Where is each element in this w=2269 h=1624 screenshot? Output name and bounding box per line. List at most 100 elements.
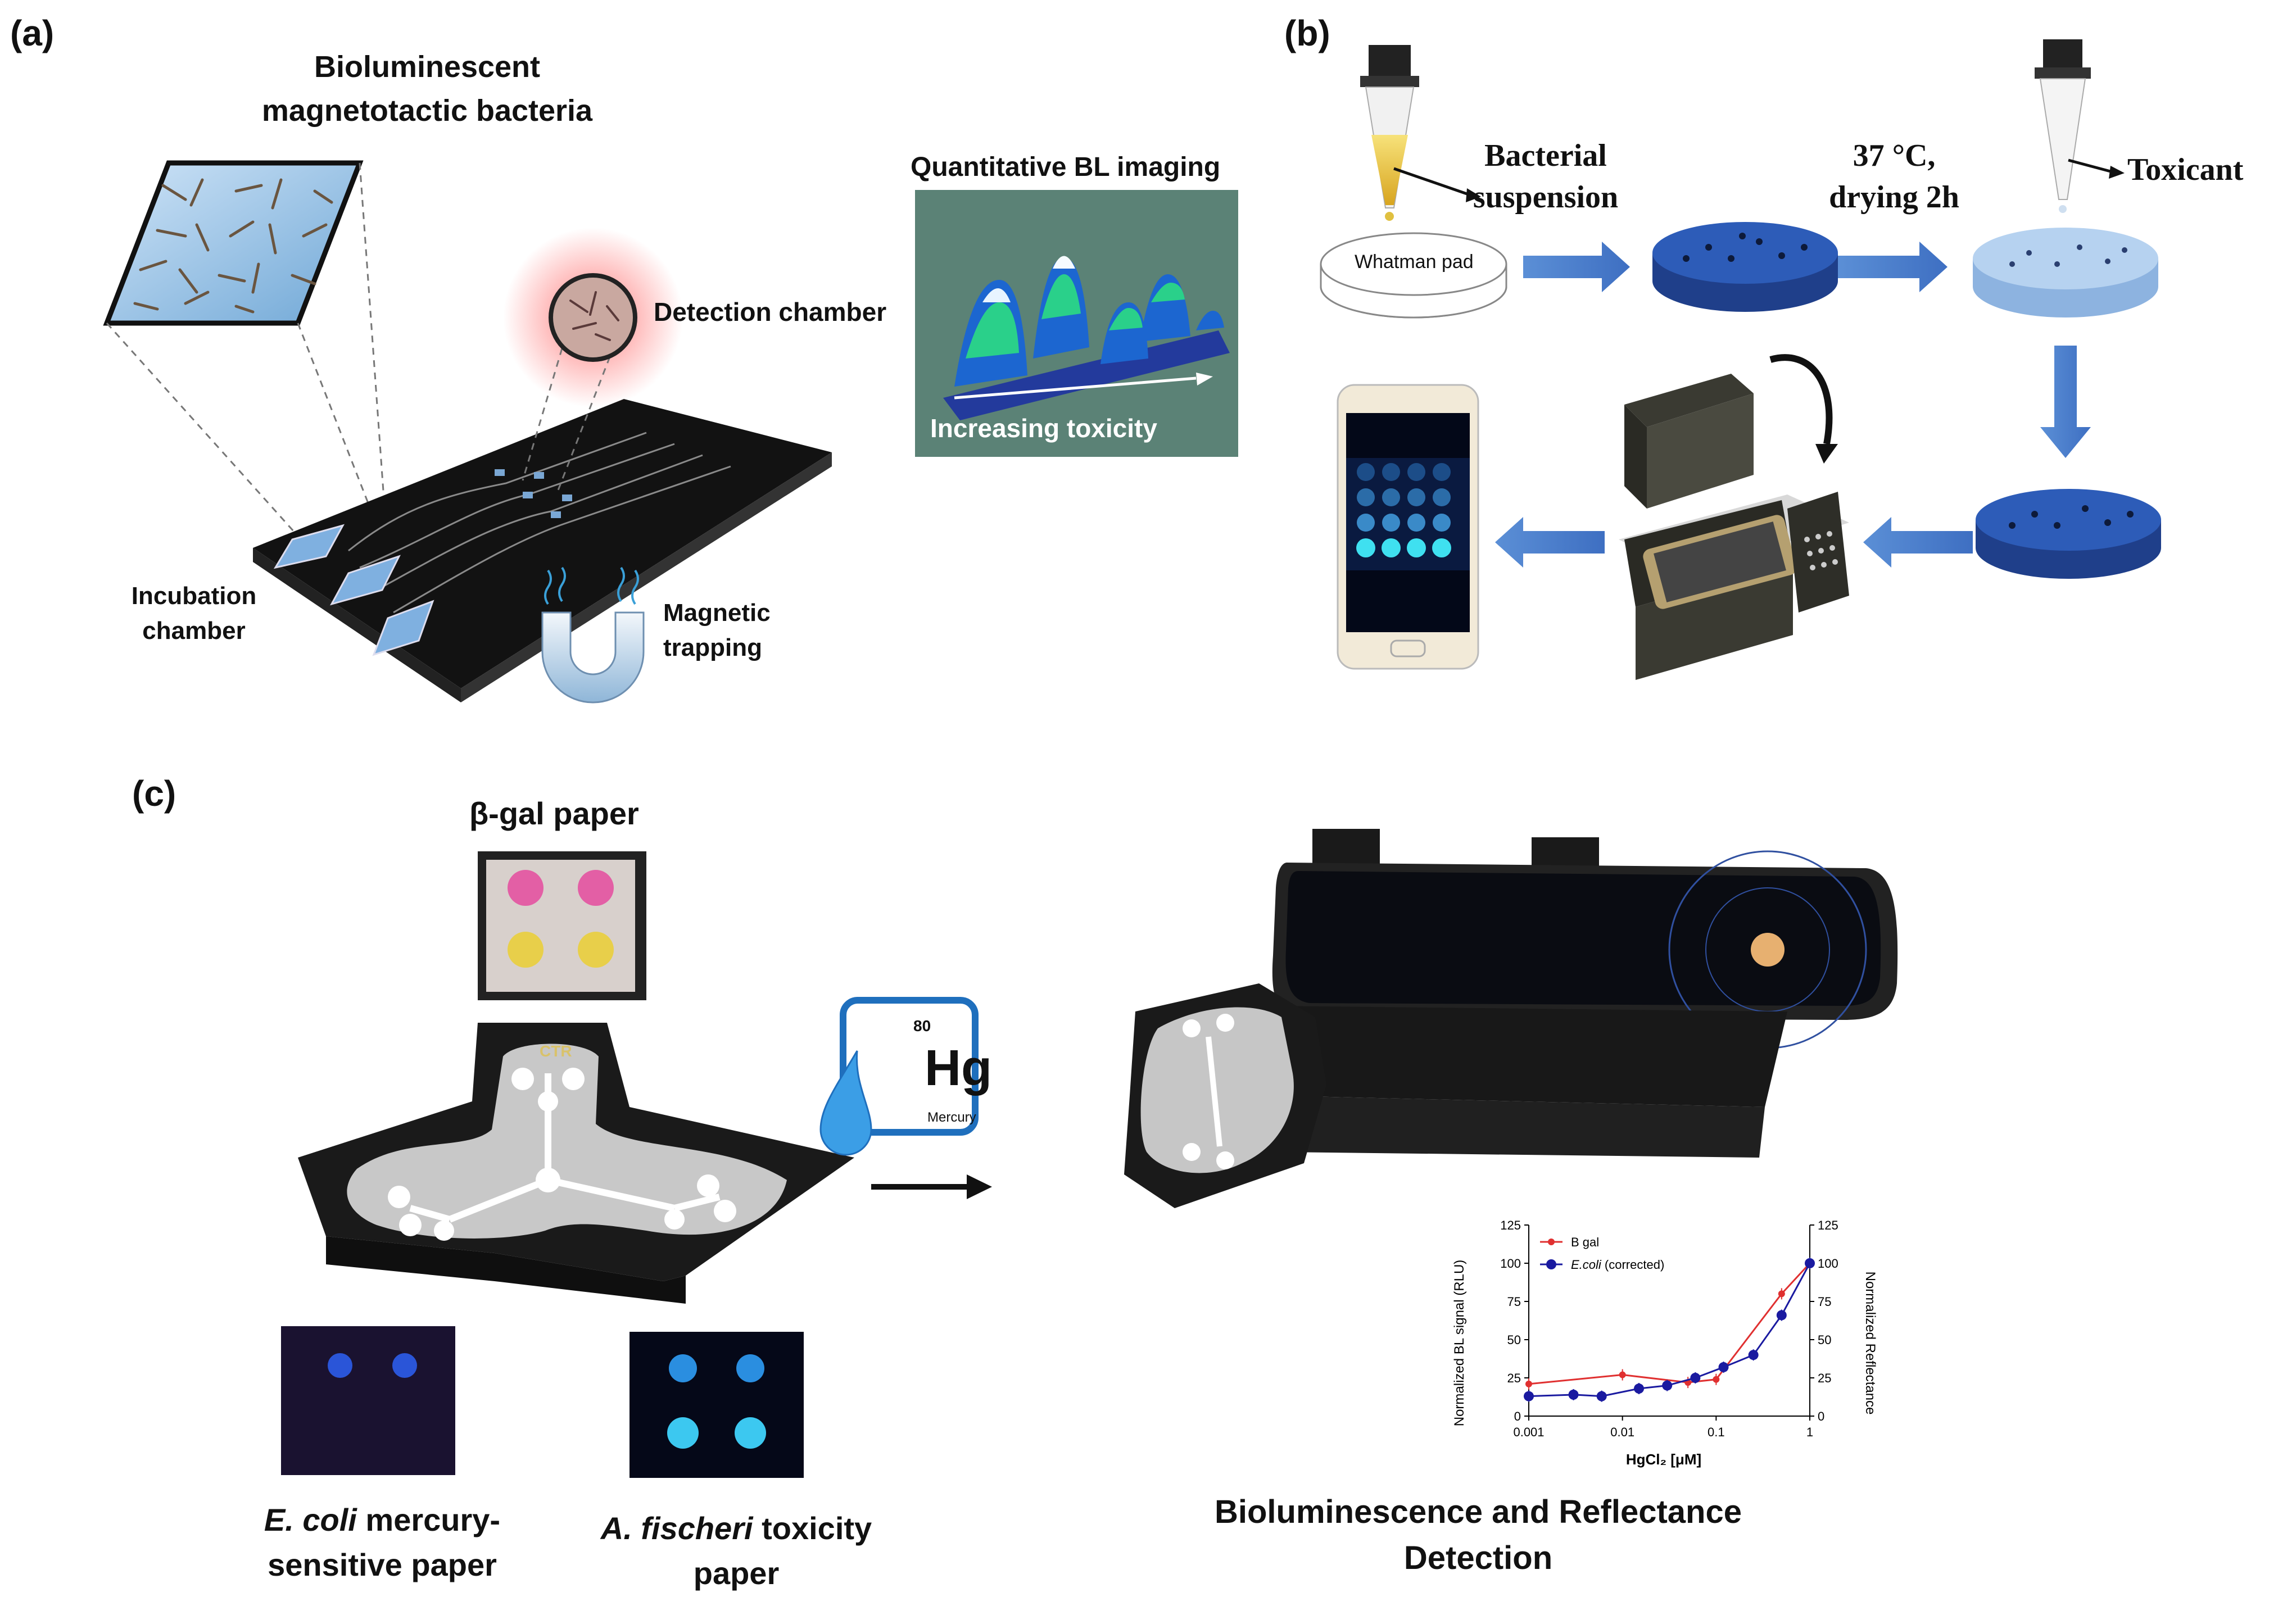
element-symbol: Hg xyxy=(925,1040,992,1096)
microchannels xyxy=(348,432,731,614)
magnetic-line1: Magnetic xyxy=(663,599,771,627)
chart-series xyxy=(1524,1258,1815,1402)
reader-device xyxy=(1124,829,1898,1208)
condition-line1: 37 °C, xyxy=(1853,138,1936,173)
condition-line2: drying 2h xyxy=(1829,180,1959,215)
y-tick-label-right: 75 xyxy=(1818,1295,1831,1309)
series-line-0 xyxy=(1528,1262,1811,1385)
incubation-line2: chamber xyxy=(142,617,246,645)
arrow-2 xyxy=(1838,242,1948,292)
fischeri-rest: toxicity xyxy=(753,1510,872,1546)
detection-line1: Bioluminescence and Reflectance xyxy=(1215,1494,1742,1530)
detection-label: Bioluminescence and Reflectance Detectio… xyxy=(1197,1489,1759,1581)
y-tick-label-left: 100 xyxy=(1500,1256,1521,1271)
whatman-pad-label: Whatman pad xyxy=(1355,251,1474,273)
x-tick-label: 1 xyxy=(1806,1425,1813,1439)
bacteria-cells xyxy=(133,178,333,314)
legend-label: E.coli (corrected) xyxy=(1571,1258,1664,1272)
y-tick-label-right: 100 xyxy=(1818,1256,1838,1271)
incubation-chamber-2 xyxy=(329,555,401,606)
y-tick-label-left: 0 xyxy=(1514,1409,1521,1423)
arrow-1 xyxy=(1523,242,1630,292)
detection-chamber-label: Detection chamber xyxy=(654,297,887,326)
y-tick-label-right: 125 xyxy=(1818,1218,1838,1232)
panel-a-title-line2: magnetotactic bacteria xyxy=(261,94,593,128)
x-tick-label: 0.001 xyxy=(1513,1425,1544,1439)
data-point xyxy=(1713,1376,1720,1383)
data-point xyxy=(1662,1380,1673,1391)
incubation-chamber-1 xyxy=(273,524,345,569)
data-point xyxy=(1776,1310,1787,1321)
mercury-element-icon xyxy=(819,997,979,1156)
data-point xyxy=(1525,1380,1532,1387)
element-name: Mercury xyxy=(927,1110,976,1125)
data-point xyxy=(1619,1371,1626,1378)
bacterial-line1: Bacterial xyxy=(1484,138,1607,173)
toxicant-label: Toxicant xyxy=(2127,152,2244,187)
y-tick-label-right: 0 xyxy=(1818,1409,1824,1423)
bacterial-line2: suspension xyxy=(1473,180,1619,215)
smartphone-result xyxy=(1337,384,1479,670)
increasing-toxicity-label: Increasing toxicity xyxy=(930,414,1157,443)
pipette-1-icon xyxy=(1360,45,1419,221)
bacterial-suspension-label: Bacterial suspension xyxy=(1461,135,1630,218)
fischeri-paper-photo xyxy=(629,1332,804,1478)
fischeri-line2: paper xyxy=(693,1555,780,1591)
panel-a-title-line1: Bioluminescent xyxy=(314,50,541,84)
fischeri-italic: A. fischeri xyxy=(600,1510,753,1546)
data-point xyxy=(1778,1290,1785,1298)
detection-line2: Detection xyxy=(1403,1540,1553,1576)
condition-label: 37 °C, drying 2h xyxy=(1810,135,1978,218)
series-line-1 xyxy=(1528,1263,1811,1398)
ecoli-paper-photo xyxy=(281,1326,455,1475)
y-tick-label-left: 125 xyxy=(1500,1218,1521,1232)
data-point xyxy=(1690,1373,1701,1383)
data-point xyxy=(1634,1383,1645,1394)
arrow-down xyxy=(2040,346,2091,458)
y-tick-label-left: 75 xyxy=(1507,1295,1521,1309)
arrow-4 xyxy=(1495,517,1605,568)
panel-c-letter: (c) xyxy=(132,773,176,814)
panel-a-title: Bioluminescent magnetotactic bacteria xyxy=(230,45,624,133)
chart-ylabel-left: Normalized BL signal (RLU) xyxy=(1452,1260,1467,1427)
legend-label: B gal xyxy=(1571,1235,1599,1249)
bacteria-pad xyxy=(1652,222,1838,312)
element-number: 80 xyxy=(913,1017,931,1035)
data-point xyxy=(1524,1391,1534,1401)
ecoli-paper-label: E. coli mercury- sensitive paper xyxy=(225,1498,540,1587)
arrow-3 xyxy=(1863,517,1973,568)
bgal-paper-label: β-gal paper xyxy=(469,796,639,831)
magnetic-trapping-label: Magnetic trapping xyxy=(663,596,771,665)
ecoli-line2: sensitive paper xyxy=(268,1547,497,1582)
pipette-2-icon xyxy=(2035,39,2091,213)
device-ctr-label: CTR xyxy=(540,1042,572,1060)
magnetic-line2: trapping xyxy=(663,634,762,661)
panel-a-illustration xyxy=(103,160,832,704)
result-pad xyxy=(1976,489,2161,579)
y-tick-label-left: 25 xyxy=(1507,1371,1521,1385)
x-tick-label: 0.01 xyxy=(1610,1425,1634,1439)
data-point xyxy=(1568,1389,1579,1400)
whatman-pad xyxy=(1320,232,1507,319)
chart-ylabel-right: Normalized Reflectance xyxy=(1863,1272,1877,1415)
panel-b-letter: (b) xyxy=(1284,13,1330,53)
chart-xlabel: HgCl₂ [μM] xyxy=(1626,1451,1701,1468)
data-point xyxy=(1805,1258,1815,1268)
detection-chamber-circle xyxy=(549,273,637,362)
y-tick-label-right: 25 xyxy=(1818,1371,1831,1385)
ecoli-italic: E. coli xyxy=(264,1502,357,1537)
panel-b-illustration xyxy=(1320,39,2161,680)
three-lobed-device xyxy=(298,1023,854,1304)
bl-peaks xyxy=(954,256,1224,387)
panel-c-devices xyxy=(281,851,992,1478)
incubation-chamber-label: Incubation chamber xyxy=(112,579,275,648)
data-point xyxy=(1748,1350,1759,1360)
y-tick-label-left: 50 xyxy=(1507,1333,1521,1347)
data-point xyxy=(1596,1391,1607,1401)
bacteria-inset xyxy=(103,160,364,326)
fischeri-paper-label: A. fischeri toxicity paper xyxy=(573,1506,899,1596)
data-point xyxy=(1718,1362,1729,1372)
legend-marker xyxy=(1546,1259,1556,1269)
